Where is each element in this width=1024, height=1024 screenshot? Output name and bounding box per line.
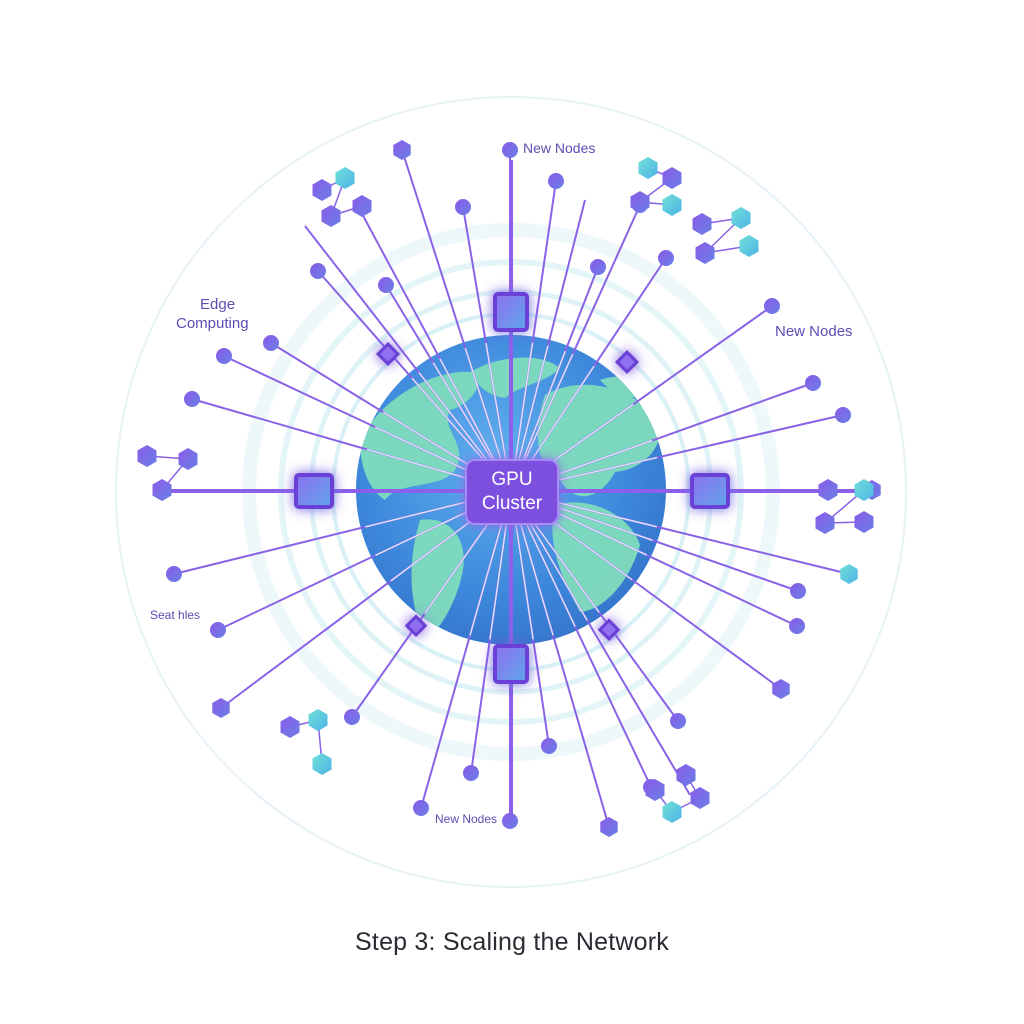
label-new-nodes-top: New Nodes bbox=[523, 140, 596, 156]
cluster-node bbox=[818, 479, 838, 501]
relay-diamond-sw bbox=[404, 614, 428, 638]
cluster-node bbox=[152, 479, 172, 501]
network-node bbox=[541, 738, 557, 754]
cluster-node bbox=[280, 716, 300, 738]
relay-box-right bbox=[690, 473, 730, 509]
cluster-node bbox=[662, 801, 682, 823]
cluster-node bbox=[854, 479, 874, 501]
network-node bbox=[344, 709, 360, 725]
label-new-nodes-right: New Nodes bbox=[775, 323, 853, 340]
relay-boxes bbox=[294, 292, 730, 684]
cluster-node bbox=[352, 195, 372, 217]
cluster-node bbox=[630, 191, 650, 213]
cluster-node bbox=[815, 512, 835, 534]
network-node bbox=[502, 813, 518, 829]
network-node bbox=[378, 277, 394, 293]
network-node bbox=[502, 142, 518, 158]
network-node bbox=[263, 335, 279, 351]
network-node bbox=[548, 173, 564, 189]
cluster-node bbox=[178, 448, 198, 470]
network-node bbox=[835, 407, 851, 423]
cluster-node bbox=[335, 167, 355, 189]
label-side-text: Seat hles bbox=[150, 608, 201, 622]
relay-box-left bbox=[294, 473, 334, 509]
cluster-node bbox=[662, 194, 682, 216]
network-node bbox=[658, 250, 674, 266]
cluster-node bbox=[739, 235, 759, 257]
cluster-node bbox=[731, 207, 751, 229]
globe-continents bbox=[360, 357, 661, 640]
cluster-node bbox=[321, 205, 341, 227]
cluster-node bbox=[638, 157, 658, 179]
network-node bbox=[210, 622, 226, 638]
network-node bbox=[764, 298, 780, 314]
label-computing: Computing bbox=[176, 315, 249, 332]
cluster-node bbox=[692, 213, 712, 235]
network-node-hex bbox=[212, 698, 230, 718]
cluster-node bbox=[690, 787, 710, 809]
network-node bbox=[310, 263, 326, 279]
network-node bbox=[463, 765, 479, 781]
network-node-hex bbox=[600, 817, 618, 837]
cluster-node bbox=[695, 242, 715, 264]
outer-ring bbox=[115, 96, 907, 888]
network-node bbox=[413, 800, 429, 816]
network-node bbox=[216, 348, 232, 364]
network-node-hex bbox=[840, 564, 858, 584]
cluster-node bbox=[645, 779, 665, 801]
cluster-node bbox=[854, 511, 874, 533]
relay-diamond-se bbox=[597, 618, 621, 642]
label-edge: Edge bbox=[200, 296, 236, 313]
cluster-node bbox=[676, 764, 696, 786]
network-node bbox=[166, 566, 182, 582]
network-node-hex bbox=[772, 679, 790, 699]
network-node-hex bbox=[393, 140, 411, 160]
cluster-node bbox=[662, 167, 682, 189]
relay-box-top bbox=[493, 292, 529, 332]
cluster-node bbox=[137, 445, 157, 467]
relay-diamond-ne bbox=[614, 349, 640, 375]
cluster-node bbox=[308, 709, 328, 731]
diagram-caption: Step 3: Scaling the Network bbox=[355, 928, 669, 956]
network-node bbox=[455, 199, 471, 215]
relay-box-bottom bbox=[493, 644, 529, 684]
gpu-cluster-box bbox=[465, 459, 559, 525]
network-node bbox=[184, 391, 200, 407]
network-node bbox=[670, 713, 686, 729]
label-new-nodes-bottom: New Nodes bbox=[435, 812, 498, 826]
cluster-node bbox=[312, 753, 332, 775]
gpu-cluster-hub bbox=[465, 459, 559, 525]
network-node bbox=[590, 259, 606, 275]
network-node bbox=[789, 618, 805, 634]
network-node bbox=[805, 375, 821, 391]
cluster-node bbox=[312, 179, 332, 201]
relay-diamond-nw bbox=[375, 341, 401, 367]
network-node bbox=[790, 583, 806, 599]
node-clusters bbox=[137, 157, 874, 823]
